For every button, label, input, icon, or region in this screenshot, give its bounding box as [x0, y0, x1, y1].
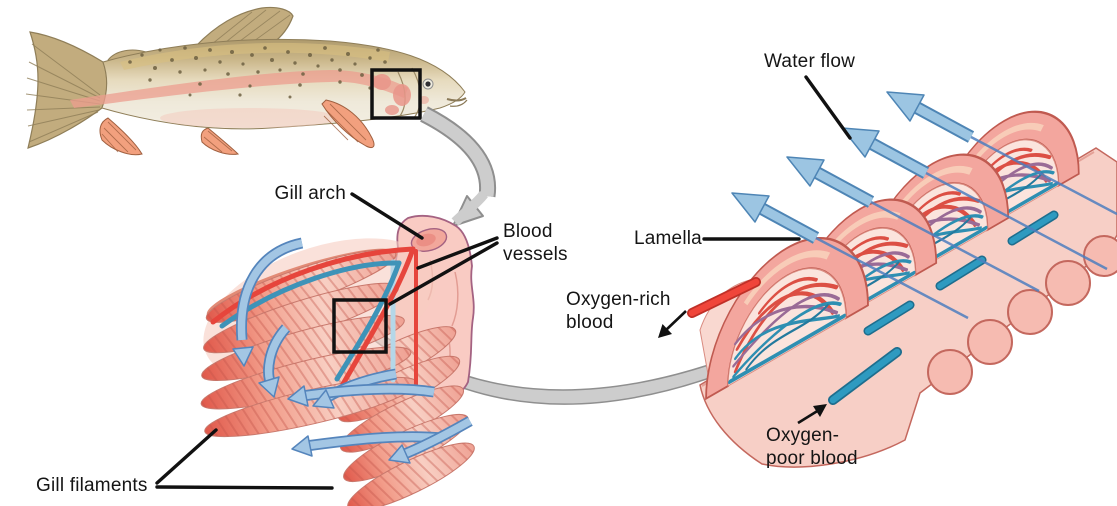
- blood-vessels-pointer-2: [388, 241, 499, 306]
- water-flow-arrows-filaments: [232, 237, 473, 464]
- label-gill-filaments: Gill filaments: [36, 475, 148, 496]
- fish-illustration: [25, 6, 468, 156]
- label-pointer-lines: [155, 75, 852, 490]
- label-gill-arch: Gill arch: [274, 183, 346, 204]
- fish-pectoral-fin: [321, 99, 375, 149]
- filament-zoom-box: [332, 298, 388, 354]
- label-oxygen-rich-blood: Oxygen-rich blood: [566, 289, 671, 333]
- fish-spots: [128, 46, 387, 99]
- label-blood-vessels: Blood vessels: [503, 221, 568, 265]
- label-water-flow: Water flow: [764, 51, 856, 72]
- oxygen-rich-flow-arrow: [658, 310, 687, 338]
- fish-lateral-stripe: [70, 70, 408, 108]
- fish-mouth: [446, 97, 467, 102]
- lamellae-illustration: [687, 78, 1117, 468]
- filament-base-scallops: [927, 235, 1117, 395]
- oxygen-poor-vessel-segments: [863, 210, 1059, 336]
- water-flow-arrows-lamellae: [731, 91, 975, 244]
- blood-vessels-pointer-1: [416, 236, 499, 270]
- water-flow-lines-through-lamellae: [815, 135, 1117, 320]
- gill-arch-pointer: [350, 192, 424, 240]
- zoom-arrow-fish-to-gills: [420, 106, 497, 227]
- oxygen-poor-flow-arrow: [797, 404, 827, 425]
- gill-arch-and-filaments-illustration: [200, 214, 475, 506]
- label-lamella: Lamella: [634, 228, 702, 249]
- label-oxygen-poor-blood: Oxygen-poor blood: [766, 425, 858, 469]
- gill-filaments-pointer-2: [155, 485, 334, 490]
- gill-blood-vessels: [210, 246, 418, 395]
- gill-filaments-pointer-1: [155, 428, 218, 485]
- fish-gill-zoom-box: [370, 68, 422, 120]
- water-flow-pointer: [804, 75, 852, 140]
